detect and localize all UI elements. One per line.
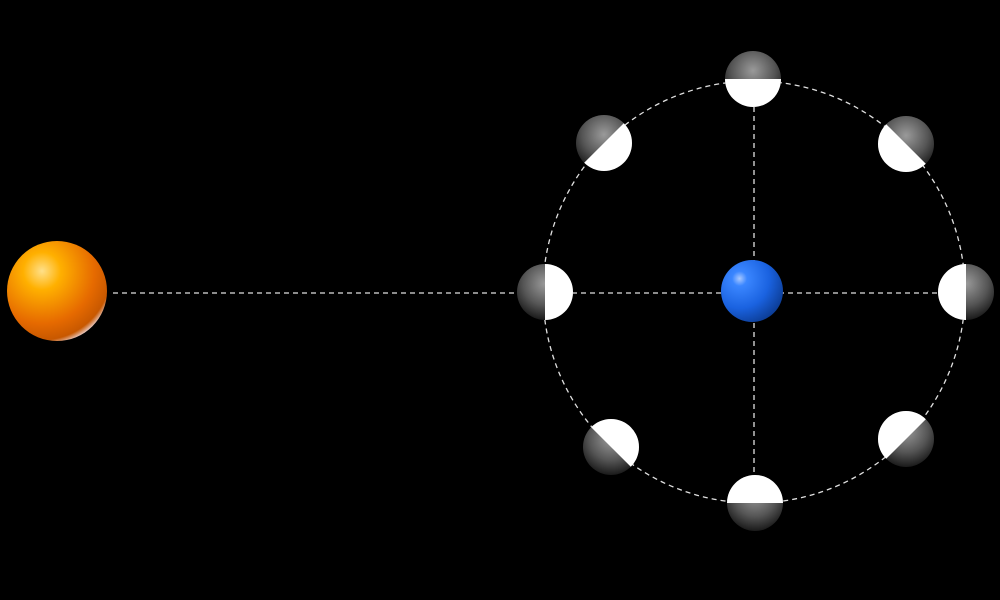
moon-top-left — [576, 115, 632, 171]
moon-right — [938, 264, 994, 320]
earth — [721, 260, 783, 322]
moon-lit-side — [591, 419, 639, 467]
moon-bottom-right — [878, 411, 934, 467]
moon-lit-side — [545, 264, 573, 320]
moon-lit-side — [727, 475, 783, 503]
moon-top-right — [878, 116, 934, 172]
moon-top — [725, 51, 781, 107]
moon-left — [517, 264, 573, 320]
moon-lit-side — [725, 79, 781, 107]
moons-group — [517, 51, 994, 531]
moon-bottom — [727, 475, 783, 531]
moon-lit-side — [938, 264, 966, 320]
moon-lit-side — [584, 123, 632, 171]
sun — [7, 241, 107, 341]
moon-lit-side — [878, 411, 926, 459]
moon-lit-side — [878, 124, 926, 172]
moon-bottom-left — [583, 419, 639, 475]
